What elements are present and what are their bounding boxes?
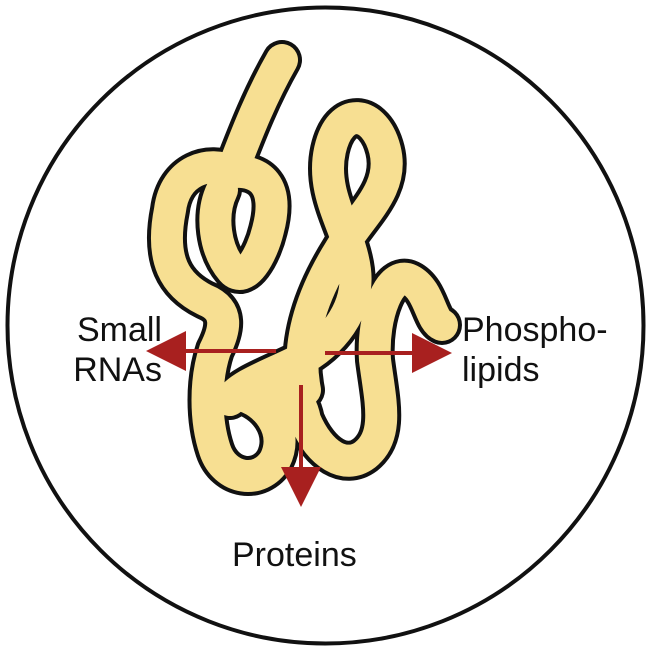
label-small-rnas: Small RNAs [52, 310, 162, 390]
label-small-rnas-line1: Small [76, 311, 162, 349]
label-proteins: Proteins [232, 536, 357, 574]
filament-fill [150, 44, 458, 492]
label-phospholipids-line1: Phospho- [462, 311, 608, 349]
label-small-rnas-line2: RNAs [73, 351, 162, 389]
label-phospholipids: Phospho- lipids [462, 310, 608, 390]
label-phospholipids-line2: lipids [462, 351, 540, 389]
